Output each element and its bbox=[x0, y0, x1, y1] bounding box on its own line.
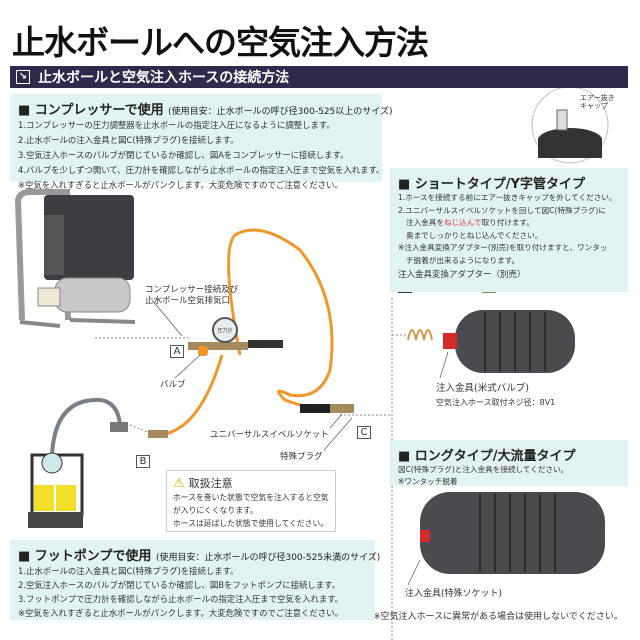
short-type-line: 注入金具をねじ込んで取り付けます。 bbox=[406, 218, 534, 227]
cap-label: エアー抜きキャップ bbox=[580, 94, 615, 110]
compressor-step: 1.コンプレッサーの圧力調整器を止水ボールの指定注入圧になるように調整します。 bbox=[18, 120, 335, 130]
compressor-step: 4.バルブを少しずつ開いて、圧力計を確認しながら止水ボールの指定注入圧まで空気を… bbox=[18, 165, 385, 175]
foot-pump-illustration bbox=[28, 397, 128, 528]
label-b: B bbox=[136, 455, 150, 468]
adapter-label: 注入金具変換アダプター（別売） bbox=[398, 270, 526, 280]
long-type-line: ※ワンタッチ脱着 bbox=[398, 477, 458, 486]
caution-line: ホースは延ばした状態で使用してください。 bbox=[173, 519, 329, 528]
compressor-warning: ※空気を入れすぎると止水ボールがパンクします。大変危険ですのでご注意ください。 bbox=[18, 180, 343, 190]
compressor-step: 2.止水ボールの注入金具と図C(特殊プラグ)を接続します。 bbox=[18, 135, 239, 145]
section-bar: ↘ 止水ボールと空気注入ホースの接続方法 bbox=[10, 66, 628, 88]
foot-pump-step: 3.フットポンプで圧力計を確認しながら止水ボールの指定注入圧まで空気を入れます。 bbox=[18, 594, 344, 604]
compressor-illustration bbox=[14, 189, 136, 328]
foot-pump-step: 1.止水ボールの注入金具と図C(特殊プラグ)を接続します。 bbox=[18, 566, 239, 576]
stop-ball-short bbox=[407, 310, 575, 373]
label-c: C bbox=[357, 426, 371, 439]
compressor-port-label: コンプレッサー接続及び止水ボール空気排気口 bbox=[145, 285, 239, 306]
label-a: A bbox=[170, 345, 184, 358]
air-vent-cap-detail bbox=[531, 86, 609, 164]
long-type-line: 図C(特殊プラグ)と注入金具を接続してください。 bbox=[398, 465, 569, 474]
stop-ball-long bbox=[420, 492, 605, 574]
long-type-heading: ■ ロングタイプ/大流量タイプ bbox=[398, 449, 576, 464]
foot-pump-heading: ■ フットポンプで使用 bbox=[18, 549, 152, 564]
ball1-fitting-label: 注入金具(米式バルブ) bbox=[436, 383, 529, 394]
foot-pump-step: 2.空気注入ホースのバルブが閉じているか確認し、図Bをフットポンプに接続します。 bbox=[18, 580, 341, 590]
svg-text:圧力計: 圧力計 bbox=[217, 327, 232, 334]
arrow-down-right-icon: ↘ bbox=[16, 70, 30, 84]
compressor-heading: ■ コンプレッサーで使用 bbox=[18, 103, 164, 118]
warning-icon: ⚠ bbox=[173, 475, 185, 491]
short-type-note: チ脱着が出来るようになります。 bbox=[406, 255, 520, 265]
air-hose bbox=[159, 228, 401, 437]
caution-heading: 取扱注意 bbox=[188, 477, 233, 490]
caution-line: ホースを巻いた状態で空気を注入すると空気 bbox=[173, 493, 329, 502]
long-type-section: ■ ロングタイプ/大流量タイプ 図C(特殊プラグ)と注入金具を接続してください。… bbox=[390, 440, 628, 486]
short-type-heading: ■ ショートタイプ/Y字管タイプ bbox=[398, 177, 585, 192]
hose-coupler: 圧力計 bbox=[148, 317, 354, 438]
short-type-line: 1.ホースを接続する前にエアー抜きキャップを外してください。 bbox=[398, 193, 617, 202]
valve-label: バルブ bbox=[160, 380, 186, 390]
short-type-line: 奥までしっかりとねじ込んでください。 bbox=[406, 230, 543, 240]
section-title: 止水ボールと空気注入ホースの接続方法 bbox=[38, 70, 290, 86]
compressor-section: ■ コンプレッサーで使用 (使用目安：止水ボールの呼び径300-525以上のサイ… bbox=[10, 94, 393, 190]
short-type-section: ■ ショートタイプ/Y字管タイプ 1.ホースを接続する前にエアー抜きキャップを外… bbox=[390, 168, 628, 292]
foot-pump-warning: ※空気を入れすぎると止水ボールがパンクします。大変危険ですのでご注意ください。 bbox=[18, 608, 343, 618]
short-type-line: 2.ユニバーサルスイベルソケットを回して図C(特殊プラグ)に bbox=[398, 205, 606, 215]
ball2-fitting-label: 注入金具(特殊ソケット) bbox=[405, 589, 503, 599]
caution-line: が入りにくくなります。 bbox=[173, 506, 258, 515]
swivel-socket-label: ユニバーサルスイベルソケット bbox=[210, 430, 329, 440]
caution-box: ⚠取扱注意 ホースを巻いた状態で空気を注入すると空気 が入りにくくなります。 ホ… bbox=[166, 470, 336, 532]
foot-pump-section: ■ フットポンプで使用 (使用目安：止水ボールの呼び径300-525未満のサイズ… bbox=[10, 540, 380, 620]
ball1-thread-label: 空気注入ホース取付ネジ径：8V1 bbox=[436, 398, 556, 407]
page-title: 止水ボールへの空気注入方法 bbox=[12, 23, 429, 62]
foot-pump-note: (使用目安：止水ボールの呼び径300-525未満のサイズ) bbox=[155, 553, 381, 563]
compressor-step: 3.空気注入ホースのバルブが閉じているか確認し、図Aをコンプレッサーに接続します… bbox=[18, 150, 349, 160]
special-plug-label: 特殊プラグ bbox=[280, 452, 323, 462]
short-type-note: ※注入金具変換アダプター(別売)を取り付けますと、ワンタッ bbox=[398, 243, 608, 252]
bottom-warning: ※空気注入ホースに異常がある場合は使用しないでください。 bbox=[373, 612, 623, 622]
compressor-note: (使用目安：止水ボールの呼び径300-525以上のサイズ) bbox=[168, 107, 393, 117]
